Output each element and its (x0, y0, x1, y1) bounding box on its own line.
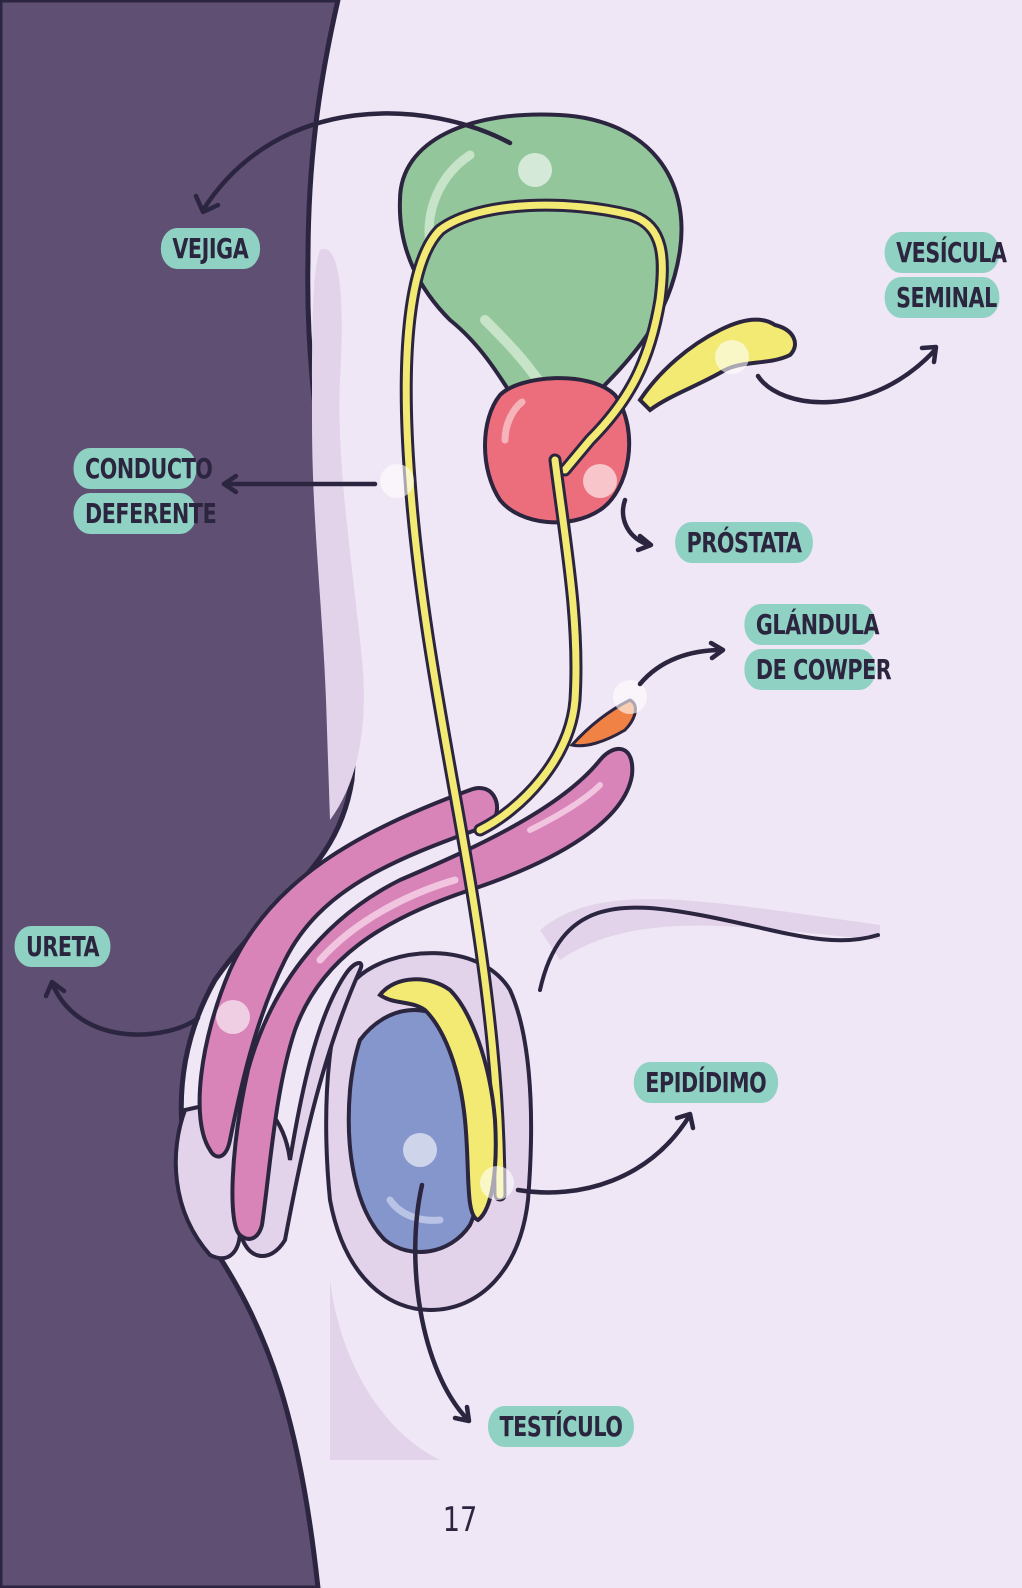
marker-ureta (216, 1000, 250, 1034)
label-vesicula-line1: VESÍCULA (885, 232, 1000, 273)
label-prostata-text: PRÓSTATA (675, 522, 813, 563)
label-glandula-line2: DE COWPER (744, 649, 875, 690)
label-conducto-deferente: CONDUCTO DEFERENTE (60, 448, 210, 538)
label-ureta: URETA (4, 926, 119, 967)
marker-prostata (583, 464, 617, 498)
label-epididimo-text: EPIDÍDIMO (634, 1062, 778, 1103)
thigh-shadow (540, 899, 880, 960)
label-testiculo: TESTÍCULO (472, 1406, 622, 1447)
label-vejiga: VEJIGA (150, 228, 260, 269)
label-vejiga-text: VEJIGA (161, 228, 260, 269)
label-glandula-cowper: GLÁNDULA DE COWPER (730, 604, 890, 694)
label-glandula-line1: GLÁNDULA (744, 604, 875, 645)
label-conducto-line2: DEFERENTE (74, 493, 197, 534)
marker-vesicula (715, 340, 749, 374)
arrow-epididimo (518, 1115, 690, 1192)
marker-epididimo (480, 1166, 514, 1200)
label-conducto-line1: CONDUCTO (74, 448, 197, 489)
marker-testiculo (403, 1133, 437, 1167)
page-number: 17 (428, 1500, 492, 1540)
label-epididimo: EPIDÍDIMO (618, 1062, 768, 1103)
label-vesicula-seminal: VESÍCULA SEMINAL (872, 232, 1012, 322)
marker-conducto (380, 464, 414, 498)
label-prostata: PRÓSTATA (660, 522, 810, 563)
marker-vejiga (518, 153, 552, 187)
label-testiculo-text: TESTÍCULO (488, 1406, 634, 1447)
label-vesicula-line2: SEMINAL (885, 277, 1000, 318)
label-ureta-text: URETA (15, 926, 111, 967)
arrow-glandula (640, 650, 722, 684)
